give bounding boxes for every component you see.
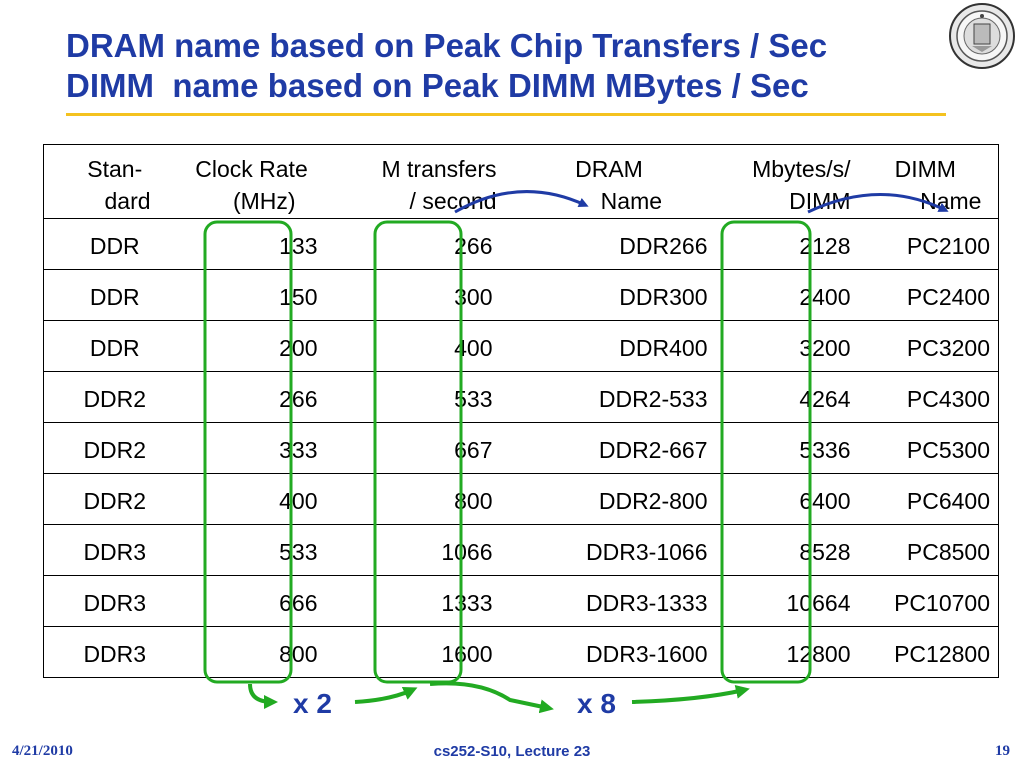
cell-dimm-name: PC4300	[860, 371, 999, 423]
cell-mbytes: 2128	[725, 218, 861, 270]
cell-clock-rate: 133	[185, 218, 336, 270]
cell-mbytes: 2400	[725, 269, 861, 321]
cell-dram-name: DDR3-1600	[510, 626, 726, 678]
cell-standard: DDR3	[43, 575, 186, 627]
cell-dimm-name: PC8500	[860, 524, 999, 576]
cell-dram-name: DDR400	[510, 320, 726, 372]
slide-title: DRAM name based on Peak Chip Transfers /…	[66, 26, 827, 106]
cell-dram-name: DDR2-800	[510, 473, 726, 525]
cell-dram-name: DDR2-667	[510, 422, 726, 474]
cell-dram-name: DDR3-1333	[510, 575, 726, 627]
multiplier-x2-label: x 2	[293, 688, 332, 719]
cell-clock-rate: 200	[185, 320, 336, 372]
cell-dram-name: DDR2-533	[510, 371, 726, 423]
header-standard: Stan- dard	[43, 144, 186, 219]
cell-mbytes: 10664	[725, 575, 861, 627]
green-arrow-x2-to-transfers	[354, 686, 418, 704]
cell-dimm-name: PC2100	[860, 218, 999, 270]
cell-dram-name: DDR300	[510, 269, 726, 321]
cell-mbytes: 6400	[725, 473, 861, 525]
cell-m-transfers: 1066	[335, 524, 511, 576]
cell-dram-name: DDR266	[510, 218, 726, 270]
cell-clock-rate: 150	[185, 269, 336, 321]
cell-clock-rate: 800	[185, 626, 336, 678]
university-seal-icon	[949, 3, 1015, 69]
cell-dimm-name: PC10700	[860, 575, 999, 627]
cell-m-transfers: 667	[335, 422, 511, 474]
cell-standard: DDR3	[43, 524, 186, 576]
cell-mbytes: 3200	[725, 320, 861, 372]
table-header-row: Stan- dard Clock Rate (MHz) M transfers …	[43, 144, 999, 219]
cell-standard: DDR2	[43, 371, 186, 423]
title-underline	[66, 113, 946, 116]
green-arrow-x8-to-mbytes	[631, 684, 750, 704]
cell-standard: DDR	[43, 218, 186, 270]
cell-clock-rate: 666	[185, 575, 336, 627]
cell-dimm-name: PC5300	[860, 422, 999, 474]
cell-mbytes: 5336	[725, 422, 861, 474]
cell-dimm-name: PC3200	[860, 320, 999, 372]
cell-standard: DDR2	[43, 422, 186, 474]
cell-dimm-name: PC12800	[860, 626, 999, 678]
cell-mbytes: 8528	[725, 524, 861, 576]
cell-standard: DDR	[43, 269, 186, 321]
cell-clock-rate: 333	[185, 422, 336, 474]
multiplier-x8-label: x 8	[577, 688, 616, 719]
cell-dram-name: DDR3-1066	[510, 524, 726, 576]
green-arrow-transfers-to-x8	[429, 681, 554, 714]
cell-m-transfers: 533	[335, 371, 511, 423]
header-clock-rate: Clock Rate (MHz)	[185, 144, 336, 219]
footer-course: cs252-S10, Lecture 23	[433, 743, 591, 760]
dram-table: Stan- dard Clock Rate (MHz) M transfers …	[43, 144, 999, 678]
cell-m-transfers: 400	[335, 320, 511, 372]
cell-m-transfers: 800	[335, 473, 511, 525]
cell-m-transfers: 1600	[335, 626, 511, 678]
header-dram-name: DRAM Name	[510, 144, 726, 219]
cell-clock-rate: 266	[185, 371, 336, 423]
cell-standard: DDR2	[43, 473, 186, 525]
cell-mbytes: 12800	[725, 626, 861, 678]
title-line-1: DRAM name based on Peak Chip Transfers /…	[66, 27, 828, 64]
cell-standard: DDR	[43, 320, 186, 372]
footer-page-number: 19	[995, 743, 1010, 759]
header-dimm-name: DIMM Name	[860, 144, 999, 219]
footer-date: 4/21/2010	[12, 743, 73, 759]
header-m-transfers: M transfers / second	[335, 144, 511, 219]
cell-clock-rate: 533	[185, 524, 336, 576]
title-line-2: DIMM name based on Peak DIMM MBytes / Se…	[66, 67, 809, 104]
header-mbytes-per-dimm: Mbytes/s/ DIMM	[725, 144, 861, 219]
cell-m-transfers: 1333	[335, 575, 511, 627]
cell-mbytes: 4264	[725, 371, 861, 423]
green-arrow-clock-to-x2	[248, 683, 278, 709]
cell-m-transfers: 266	[335, 218, 511, 270]
cell-standard: DDR3	[43, 626, 186, 678]
cell-dimm-name: PC6400	[860, 473, 999, 525]
cell-clock-rate: 400	[185, 473, 336, 525]
cell-m-transfers: 300	[335, 269, 511, 321]
cell-dimm-name: PC2400	[860, 269, 999, 321]
